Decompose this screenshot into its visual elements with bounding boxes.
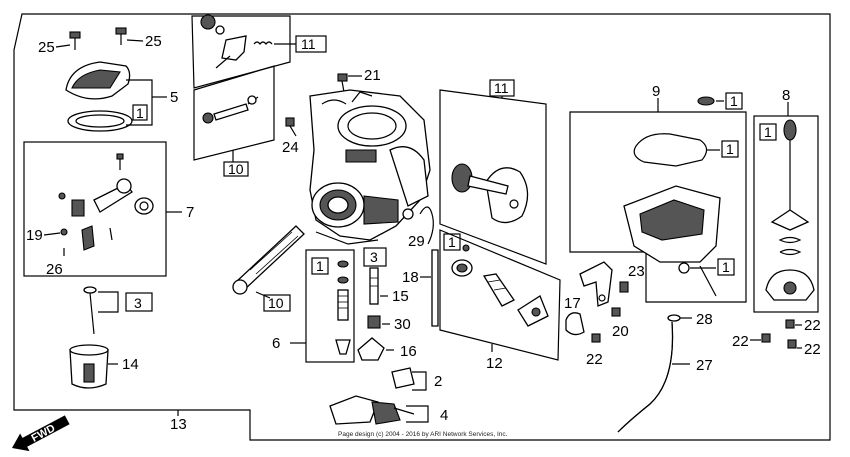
callout-19: 19 (26, 227, 43, 244)
carburetor-body (309, 89, 431, 245)
callout-22: 22 (804, 317, 821, 334)
callout-29: 29 (408, 233, 425, 250)
callout-5: 5 (170, 89, 178, 106)
bracket-part (579, 261, 629, 307)
fwd-arrow-icon: FWD (12, 415, 70, 452)
callout-box (443, 233, 461, 251)
callout-30: 30 (394, 316, 411, 333)
callout-16: 16 (400, 343, 417, 360)
callout-box-label: 10 (228, 161, 244, 177)
callout-box-label: 1 (726, 141, 734, 157)
group-box-12 (439, 229, 561, 361)
valve-part (765, 119, 815, 301)
screw-part (591, 307, 621, 343)
group-box-10 (193, 65, 275, 161)
callout-box-label: 1 (448, 234, 456, 250)
callout-box (295, 35, 327, 53)
callout-25: 25 (145, 33, 162, 50)
callout-17: 17 (564, 295, 581, 312)
callout-8: 8 (782, 87, 790, 104)
callout-22: 22 (804, 341, 821, 358)
fwd-label: FWD (30, 422, 58, 444)
callout-box-label: 3 (134, 295, 142, 311)
callout-27: 27 (696, 357, 713, 374)
callout-box-label: 10 (268, 295, 284, 311)
adjust-screw-part (202, 95, 259, 124)
callout-15: 15 (392, 288, 409, 305)
callout-box (125, 292, 153, 312)
top-cover-part (65, 61, 133, 132)
callout-2: 2 (434, 373, 442, 390)
callout-14: 14 (122, 356, 139, 373)
callout-box (717, 258, 735, 276)
callout-22: 22 (586, 351, 603, 368)
diaphragm-part (451, 163, 529, 224)
group-box-11 (191, 15, 291, 89)
pilot-screw-part (232, 225, 305, 295)
drain-hose-part (617, 314, 681, 433)
air-vent-tube (419, 206, 434, 245)
callout-box-label: 11 (494, 80, 509, 96)
callout-7: 7 (186, 204, 194, 221)
pump-part (451, 244, 549, 327)
callout-box (311, 257, 329, 275)
clamp-part (565, 312, 585, 336)
callout-box-label: 1 (136, 105, 144, 121)
callout-box-label: 1 (722, 259, 730, 275)
group-box-6 (305, 249, 355, 363)
group-box-7 (23, 141, 167, 277)
copyright-text: Page design (c) 2004 - 2016 by ARI Netwo… (338, 431, 508, 438)
callout-25: 25 (38, 39, 55, 56)
callout-box (721, 140, 739, 158)
callout-18: 18 (402, 269, 419, 286)
callout-box-label: 1 (316, 258, 324, 274)
callout-box (132, 104, 148, 121)
float-part (329, 395, 415, 425)
needle-jet-part (357, 267, 385, 361)
float-bowl-part (623, 185, 721, 297)
callout-22: 22 (732, 333, 749, 350)
callout-26: 26 (46, 261, 63, 278)
group-box-8 (753, 115, 819, 313)
breather-tube (431, 249, 439, 327)
callout-21: 21 (364, 67, 381, 84)
callout-12: 12 (486, 355, 503, 372)
callout-6: 6 (272, 335, 280, 352)
callout-box (263, 294, 291, 312)
callout-box (223, 161, 249, 177)
callout-4: 4 (440, 407, 448, 424)
callout-24: 24 (282, 139, 299, 156)
callout-box-label: 1 (730, 93, 738, 109)
callout-box (759, 123, 777, 141)
gasket-part (633, 133, 708, 167)
callout-box-label: 1 (764, 124, 772, 140)
screw-part (285, 73, 348, 137)
assembly-frame (13, 13, 831, 441)
group-box-11-diaphragm (439, 89, 547, 265)
screw-part (761, 319, 797, 349)
screw-part (69, 27, 127, 50)
choke-link-part (58, 153, 154, 256)
callout-23: 23 (628, 263, 645, 280)
callout-13: 13 (170, 416, 187, 433)
throttle-link-part (200, 14, 273, 69)
callout-20: 20 (612, 323, 629, 340)
callout-box (725, 92, 743, 110)
vacuum-piston-part (69, 344, 109, 389)
o-ring-part (697, 96, 715, 106)
callout-9: 9 (652, 83, 660, 100)
jet-needle-part (83, 286, 97, 335)
clip-part (391, 367, 415, 389)
callout-box-label: 3 (370, 249, 378, 265)
jet-part (335, 260, 351, 355)
callout-box-label: 11 (301, 36, 316, 52)
callout-box (363, 247, 387, 267)
group-box-9 (569, 111, 747, 303)
callout-28: 28 (696, 311, 713, 328)
